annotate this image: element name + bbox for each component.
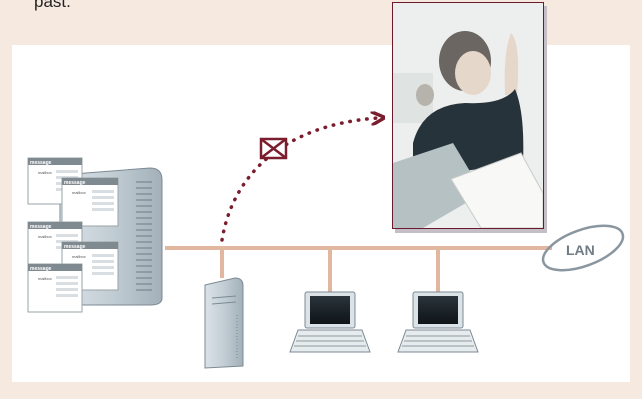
form-field-label: mailbox bbox=[38, 276, 52, 281]
email-transfer-arrow bbox=[220, 118, 378, 242]
form-header: message bbox=[30, 160, 52, 166]
lan-label: LAN bbox=[566, 242, 595, 258]
form-field-label: mailbox bbox=[72, 190, 86, 195]
laptop-1 bbox=[289, 291, 371, 353]
form-header: message bbox=[30, 224, 52, 230]
form-field-label: mailbox bbox=[38, 170, 52, 175]
intro-text: past. bbox=[34, 0, 71, 11]
form-field-label: mailbox bbox=[72, 254, 86, 259]
lan-bus bbox=[165, 246, 552, 292]
server-vents bbox=[136, 181, 152, 291]
recipient-illustration bbox=[393, 3, 543, 228]
message-form: message mailbox bbox=[27, 263, 83, 313]
tower-computer bbox=[204, 277, 244, 369]
lan-badge: LAN bbox=[541, 224, 625, 272]
form-header: message bbox=[64, 180, 86, 186]
message-form-stack-bottom: message mailbox message mailbox message … bbox=[27, 221, 119, 313]
envelope-icon bbox=[259, 137, 288, 160]
form-field-label: mailbox bbox=[38, 234, 52, 239]
form-header: message bbox=[64, 244, 86, 250]
form-header: message bbox=[30, 266, 52, 272]
message-form: message mailbox bbox=[61, 177, 119, 227]
laptop-2 bbox=[397, 291, 479, 353]
recipient-photo bbox=[392, 2, 544, 229]
message-form-stack-top: message mailbox message mailbox bbox=[27, 157, 119, 227]
